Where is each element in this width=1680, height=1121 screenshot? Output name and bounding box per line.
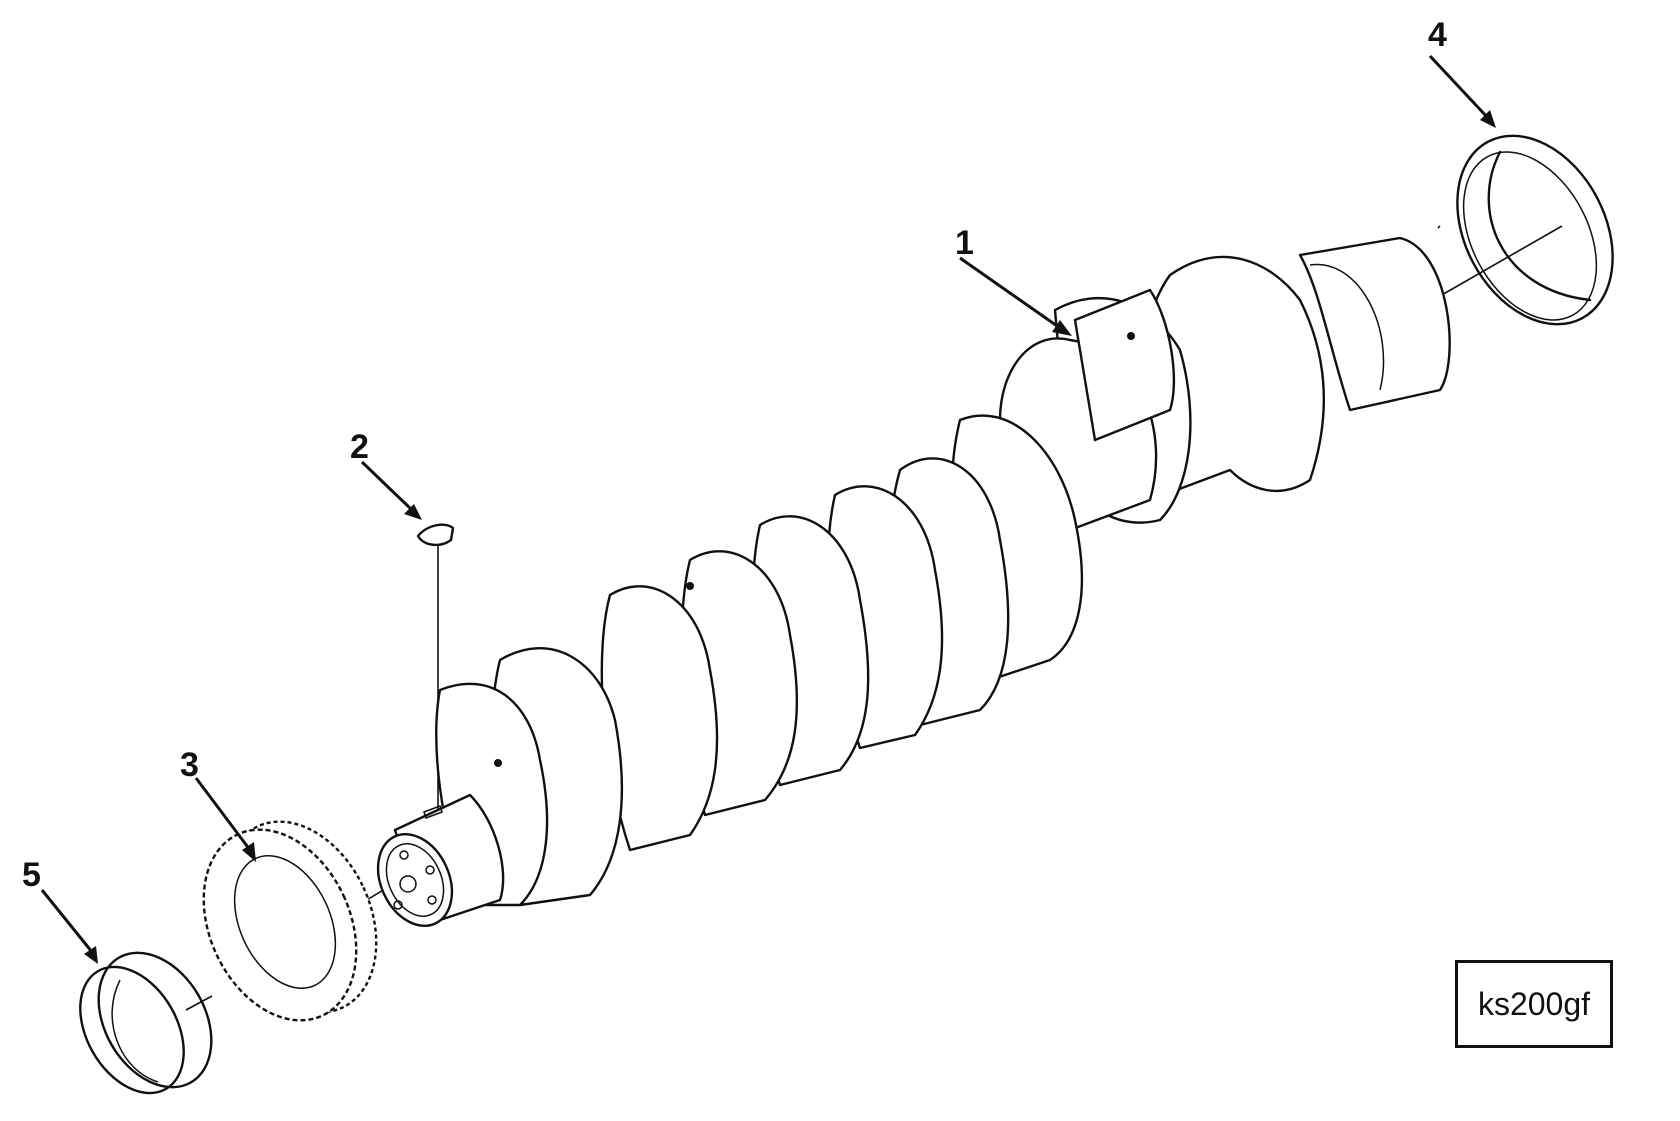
callout-2: 2 — [350, 428, 369, 466]
woodruff-key — [416, 523, 455, 547]
callout-1: 1 — [955, 224, 974, 262]
front-seal-sleeve — [79, 951, 213, 1095]
crankshaft — [376, 236, 1451, 928]
callout-3: 3 — [180, 746, 199, 784]
rear-oil-seal — [1456, 134, 1614, 326]
crankshaft-gear — [202, 820, 378, 1022]
leader-arrows — [40, 54, 1496, 964]
figure-id-label: ks200gf — [1455, 960, 1613, 1048]
callout-5: 5 — [22, 856, 41, 894]
callout-4: 4 — [1428, 16, 1447, 54]
